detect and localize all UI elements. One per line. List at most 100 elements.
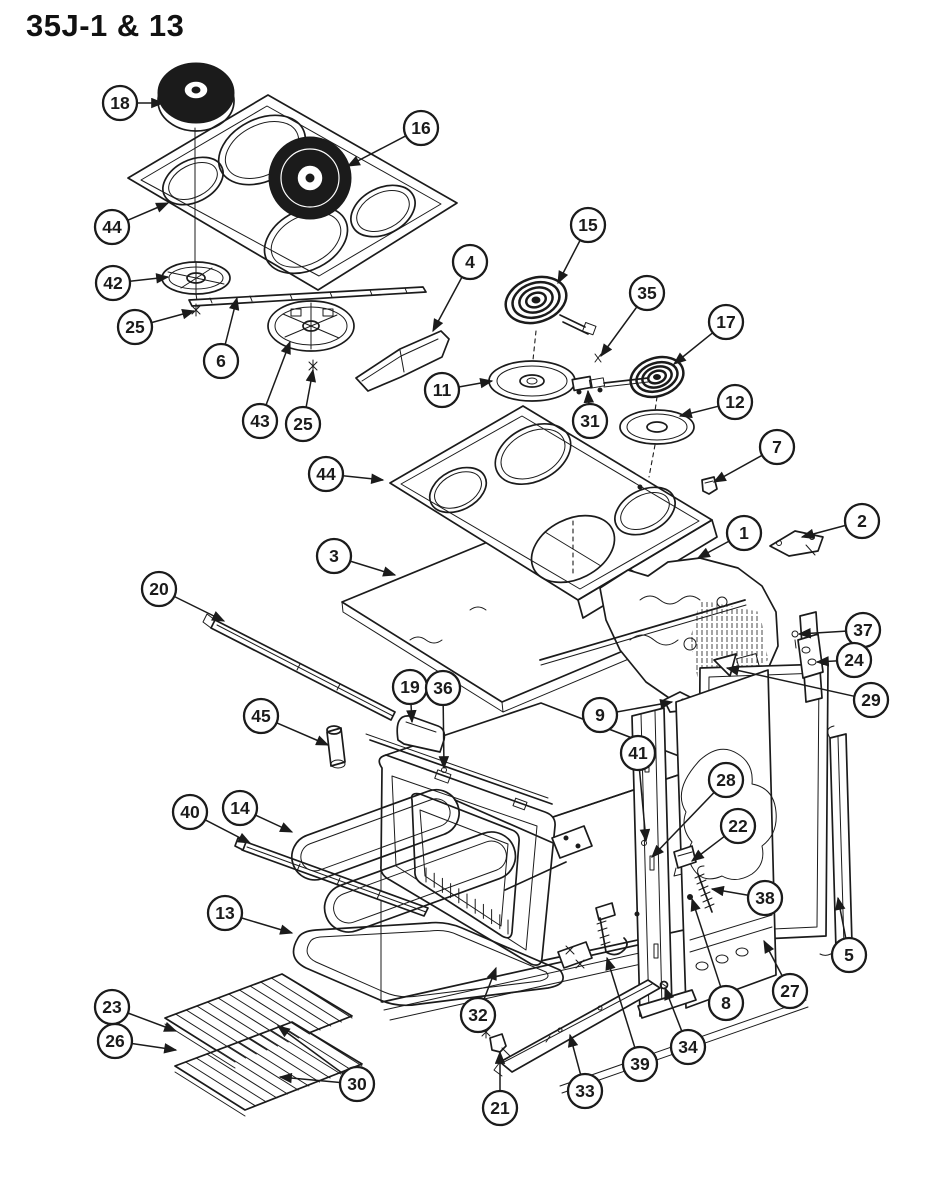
svg-text:12: 12	[725, 392, 745, 412]
callout-24: 24	[815, 641, 873, 679]
callout-5: 5	[830, 896, 868, 974]
hinge-bracket-art	[769, 530, 824, 557]
svg-text:35: 35	[637, 283, 657, 303]
spring-art	[687, 865, 715, 913]
callout-25: 25	[284, 368, 322, 443]
callout-37: 37	[797, 611, 882, 649]
latch-art	[595, 902, 640, 956]
callout-26: 26	[96, 1022, 178, 1060]
callout-45: 45	[242, 697, 330, 746]
svg-text:39: 39	[630, 1054, 650, 1074]
clip-art	[701, 476, 718, 495]
broil-element-art	[291, 788, 593, 933]
main-top-art	[389, 405, 718, 619]
callout-42: 42	[94, 264, 170, 302]
callout-36: 36	[424, 669, 462, 770]
svg-text:16: 16	[411, 118, 431, 138]
callout-20: 20	[140, 570, 226, 622]
callout-8: 8	[690, 897, 745, 1022]
svg-text:44: 44	[316, 464, 336, 484]
svg-text:44: 44	[102, 217, 122, 237]
callout-27: 27	[763, 939, 809, 1010]
svg-text:15: 15	[578, 215, 598, 235]
svg-text:40: 40	[180, 802, 200, 822]
callout-38: 38	[710, 879, 784, 917]
svg-text:20: 20	[149, 579, 169, 599]
svg-text:19: 19	[400, 677, 420, 697]
callout-19: 19	[391, 668, 429, 724]
trim-rail-art	[188, 286, 427, 307]
surface-element-large-art	[268, 136, 352, 220]
svg-text:22: 22	[728, 816, 748, 836]
bake-element-art	[292, 921, 593, 1007]
callout-6: 6	[202, 296, 240, 380]
callout-16: 16	[346, 109, 440, 167]
svg-text:6: 6	[216, 351, 226, 371]
callout-31: 31	[571, 389, 609, 440]
svg-text:2: 2	[857, 511, 867, 531]
svg-text:14: 14	[230, 798, 250, 818]
callout-30: 30	[276, 1025, 376, 1103]
svg-text:8: 8	[721, 993, 731, 1013]
svg-text:25: 25	[293, 414, 313, 434]
callout-12: 12	[678, 383, 754, 421]
svg-text:1: 1	[739, 523, 749, 543]
callout-33: 33	[566, 1033, 604, 1110]
svg-text:3: 3	[329, 546, 339, 566]
clip-art	[481, 1025, 511, 1057]
surface-element-small-art	[157, 62, 235, 132]
svg-text:26: 26	[105, 1031, 125, 1051]
svg-text:5: 5	[844, 945, 854, 965]
callout-29: 29	[725, 665, 890, 719]
callout-9: 9	[581, 696, 674, 734]
svg-text:24: 24	[844, 650, 864, 670]
svg-text:38: 38	[755, 888, 775, 908]
svg-text:7: 7	[772, 437, 782, 457]
coil-element-art	[629, 355, 685, 412]
svg-text:30: 30	[347, 1074, 367, 1094]
callout-3: 3	[315, 537, 397, 577]
callout-17: 17	[672, 303, 745, 365]
oven-rack-art	[164, 973, 363, 1117]
svg-text:9: 9	[595, 705, 605, 725]
svg-text:21: 21	[490, 1098, 510, 1118]
svg-text:42: 42	[103, 273, 123, 293]
svg-text:4: 4	[465, 252, 475, 272]
callout-18: 18	[101, 84, 165, 122]
latch-art	[673, 845, 697, 877]
svg-text:37: 37	[853, 620, 872, 640]
svg-text:36: 36	[433, 678, 453, 698]
callout-15: 15	[557, 206, 607, 285]
callout-25: 25	[116, 308, 196, 346]
svg-text:18: 18	[110, 93, 130, 113]
spacer-art	[326, 725, 346, 769]
callout-32: 32	[459, 966, 497, 1034]
callout-7: 7	[712, 428, 796, 483]
callout-41: 41	[619, 734, 657, 843]
drip-bowl-art	[161, 261, 231, 309]
callout-1: 1	[696, 514, 763, 559]
callout-22: 22	[690, 807, 757, 862]
callout-14: 14	[221, 789, 294, 833]
front-trim-art	[365, 733, 553, 811]
callout-4: 4	[432, 243, 489, 333]
front-rail-art	[493, 979, 661, 1077]
screw-icon	[659, 980, 669, 990]
callout-44: 44	[307, 455, 385, 493]
svg-text:29: 29	[861, 690, 881, 710]
oven-body-art	[378, 702, 809, 1094]
svg-text:34: 34	[678, 1037, 698, 1057]
coil-element-art	[504, 275, 597, 361]
svg-text:13: 13	[215, 903, 235, 923]
callout-11: 11	[423, 371, 494, 409]
svg-text:43: 43	[250, 411, 270, 431]
callout-35: 35	[600, 274, 666, 358]
svg-text:32: 32	[468, 1005, 488, 1025]
svg-text:31: 31	[580, 411, 600, 431]
svg-text:45: 45	[251, 706, 271, 726]
burner-pan-art	[267, 300, 355, 352]
callout-34: 34	[664, 986, 707, 1066]
terminal-block-art	[571, 353, 649, 395]
